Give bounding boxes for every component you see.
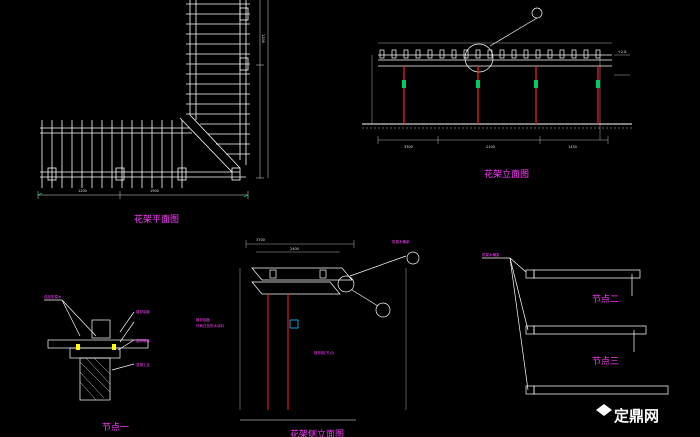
side-dim-total: 3700 [256,238,265,242]
node2-view [482,257,641,391]
plan-title: 花架平面图 [134,213,179,225]
elev-dim-b: 2100 [486,145,495,149]
node3-view [525,325,669,395]
side-note-top: 防腐木横梁 [392,239,410,244]
watermark-text: 定鼎网 [614,407,659,425]
node1-note-d: 混凝土柱 [136,362,150,367]
plan-horizontal-slats [41,120,183,188]
node1-note-b: 镀锌钢板 [136,309,150,314]
node1-note-c: 膨胀螺栓 [136,338,150,343]
elev-dim-top: +2.8 [618,50,627,54]
side-bracket [289,319,299,329]
side-dim-inner: 2400 [290,247,299,251]
node2-note-a: 防腐木横梁 [482,252,500,257]
elevation-view [362,7,632,144]
elevation-columns [403,66,599,124]
elevation-title: 花架立面图 [484,168,529,180]
node2-title: 节点二 [592,294,619,305]
node1-view [44,299,149,401]
side-columns [267,294,289,410]
plan-dim-total: 1900 [150,189,159,193]
node1-note-a: 成品防腐木 [44,294,62,299]
watermark-logo: 定鼎网 [596,404,659,425]
side-note-a: 镀锌钢板 [196,317,210,322]
plan-dim-right: 1200 [261,34,265,43]
node1-bolts [76,344,116,350]
elevation-rafter-ends [379,49,601,59]
node3-title: 节点三 [592,356,619,367]
elev-dim-a: 3300 [404,145,413,149]
elevation-brackets [402,80,600,88]
plan-dim-left: 1200 [78,189,87,193]
node1-title: 节点一 [102,422,129,433]
side-view [239,240,420,410]
plan-view [37,0,269,199]
elev-dim-c: 1450 [568,145,577,149]
side-note-c: 镀锌钢(节点) [314,350,335,355]
plan-vertical-slats [186,3,250,155]
side-title: 花架侧立面图 [290,428,344,437]
side-note-b: 外刷白色防水涂料 [196,323,224,328]
